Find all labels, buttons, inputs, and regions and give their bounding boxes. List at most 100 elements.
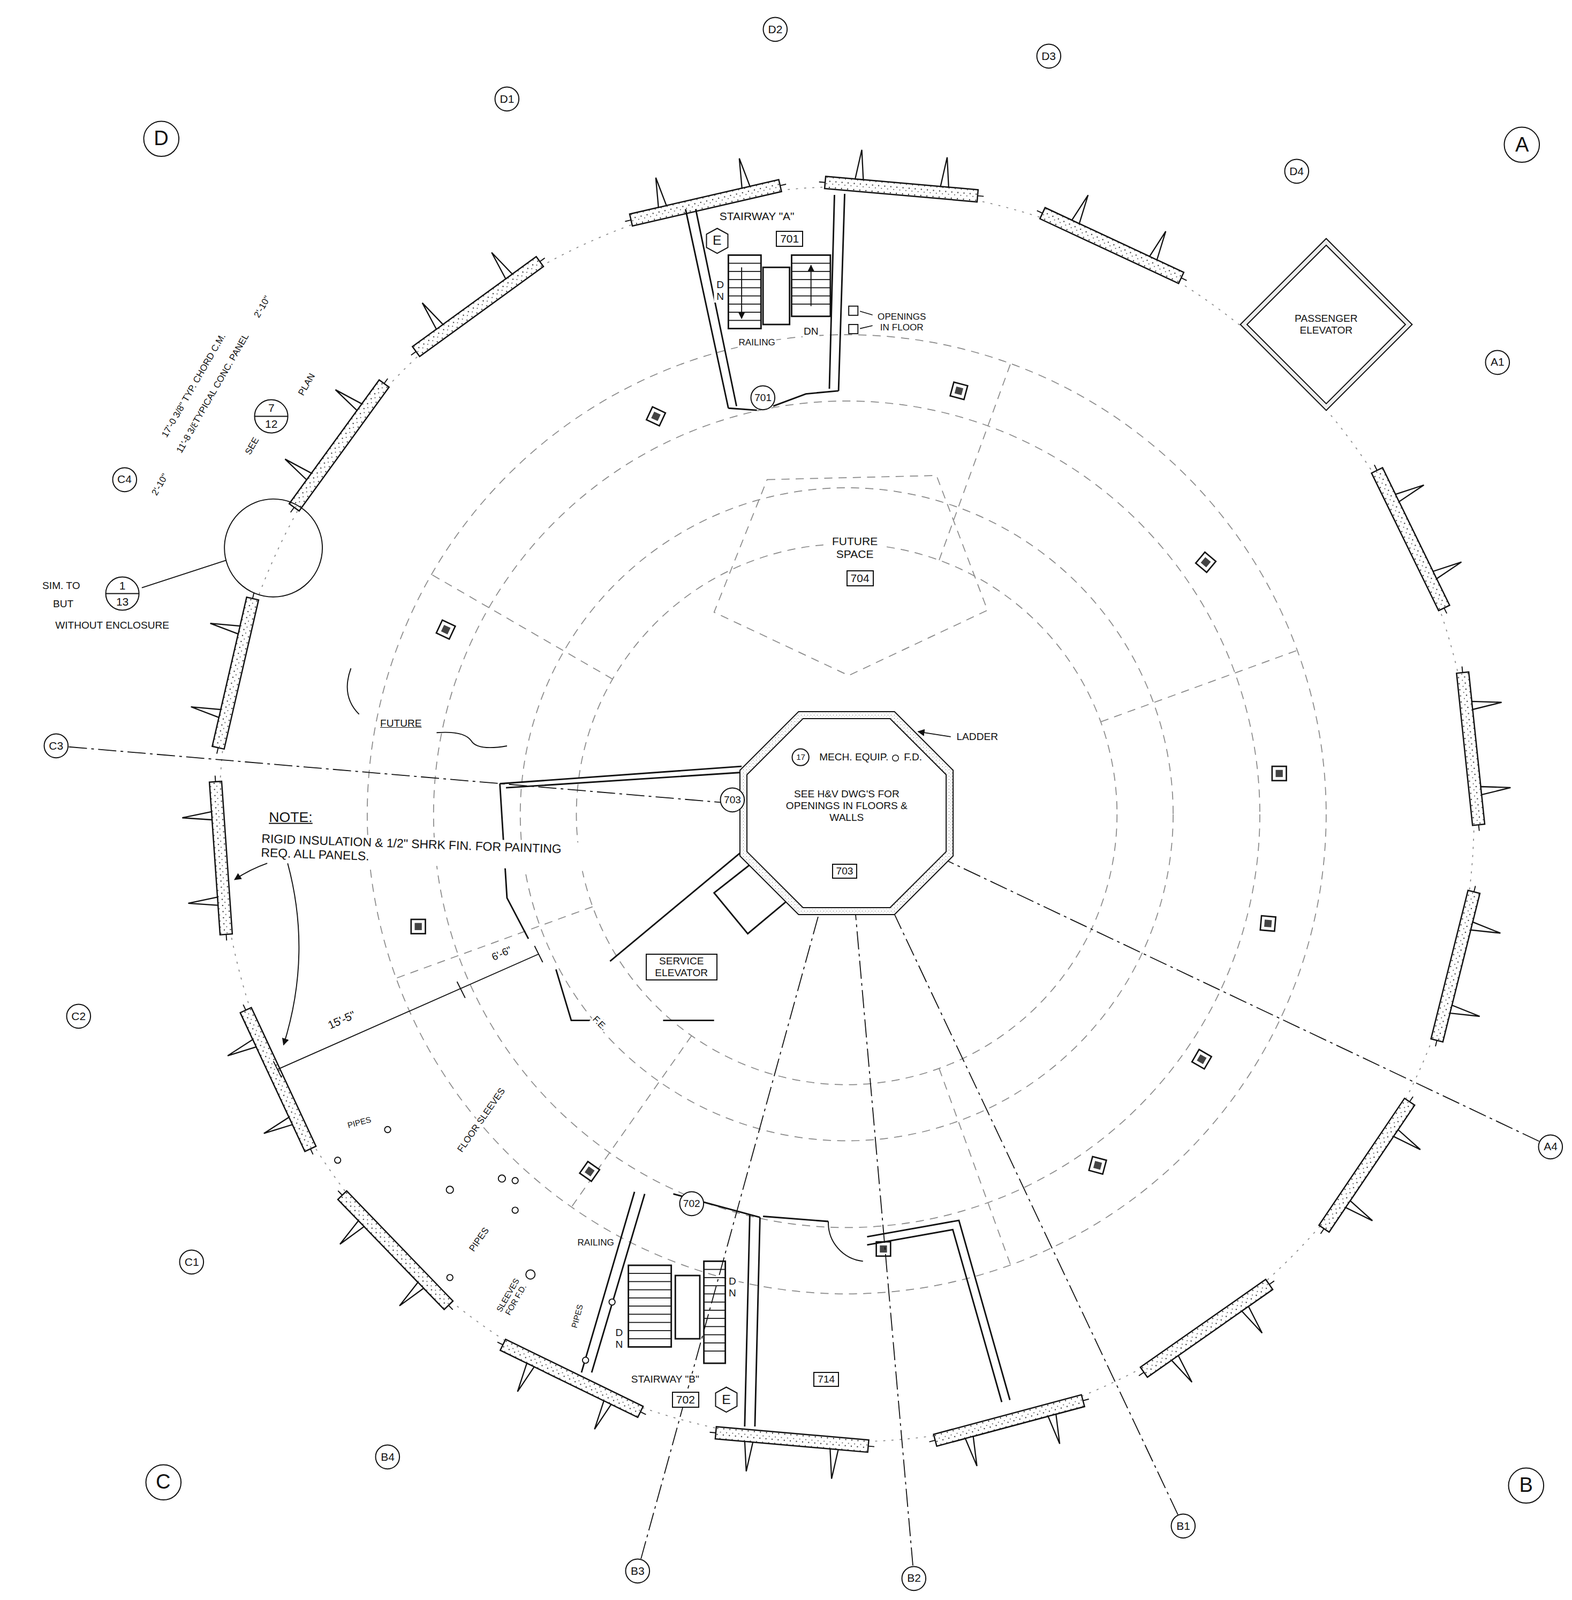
stair-direction: DN xyxy=(726,1275,739,1299)
node-text: E xyxy=(712,232,722,249)
precast-wall-panel xyxy=(818,146,987,203)
precast-wall-panel xyxy=(210,1001,319,1170)
grid-bubble: 17 xyxy=(791,747,810,767)
grid-line xyxy=(640,915,819,1559)
precast-wall-panel xyxy=(1315,1093,1443,1254)
column xyxy=(1089,1156,1107,1175)
callout-text: LADDER xyxy=(955,730,1000,743)
pipe-sleeve xyxy=(511,1206,518,1213)
elevator-shaft: PASSENGER ELEVATOR xyxy=(1239,237,1413,412)
node-text: 17 xyxy=(796,752,806,762)
stair-a xyxy=(791,254,830,316)
column xyxy=(436,620,456,639)
stair-b xyxy=(628,1269,726,1351)
precast-wall-panel xyxy=(179,146,1515,1483)
node-text: D4 xyxy=(1289,164,1304,178)
circle-outline xyxy=(375,1444,400,1469)
grid-bubble: D3 xyxy=(1036,43,1062,70)
node-text: B1 xyxy=(1176,1519,1191,1533)
partition-dashes xyxy=(367,334,1327,1294)
node-text: A1 xyxy=(1490,355,1505,369)
grid-bubble: D xyxy=(142,120,180,158)
column xyxy=(950,382,969,400)
precast-wall-panel xyxy=(261,357,393,517)
reference-text: SEE xyxy=(242,434,262,458)
partition-dashes xyxy=(520,487,1174,1141)
circle-outline xyxy=(720,787,745,812)
room-walls xyxy=(762,1215,1010,1402)
precast-wall-panel xyxy=(312,1186,458,1335)
circle-outline xyxy=(66,1003,91,1029)
circle-outline xyxy=(143,121,179,157)
node-text: SERVICE ELEVATOR xyxy=(650,955,714,979)
node-text: B2 xyxy=(907,1571,921,1585)
grid-bubble: D2 xyxy=(762,16,789,43)
node-text: D2 xyxy=(768,23,783,36)
precast-wall-panel xyxy=(1369,449,1480,617)
room-name: STAIRWAY "B" xyxy=(630,1373,701,1386)
pipe-sleeve xyxy=(525,1270,535,1280)
stair-direction: DN xyxy=(714,278,727,303)
partition-dashes xyxy=(576,543,1117,1085)
circle-outline xyxy=(1485,350,1510,375)
circle-outline xyxy=(1504,127,1540,163)
column xyxy=(411,919,426,934)
grid-bubble: B1 xyxy=(1170,1513,1197,1539)
split-outline xyxy=(106,577,140,611)
circle-outline xyxy=(1538,1134,1563,1159)
note-heading: NOTE: xyxy=(267,809,314,826)
circle-outline xyxy=(792,748,810,766)
column xyxy=(1195,552,1216,573)
node-text: D1 xyxy=(499,92,515,106)
pipe-sleeve xyxy=(608,1298,615,1305)
room-tag: 703 xyxy=(832,863,858,879)
grid-bubble: A4 xyxy=(1537,1134,1564,1160)
grid-bubble: B2 xyxy=(901,1565,927,1592)
precast-wall-panel xyxy=(927,1393,1099,1477)
node-text: 702 xyxy=(676,1393,695,1407)
callout-text: FUTURE xyxy=(379,717,423,730)
mechanical-shaft: MECH. EQUIP.F.D.SEE H&V DWG'S FOR OPENIN… xyxy=(739,711,954,916)
precast-wall-panel xyxy=(481,1336,649,1447)
precast-wall-panel xyxy=(1034,178,1203,286)
grid-bubble: C3 xyxy=(43,732,70,759)
note-text: RIGID INSULATION & 1/2" SHRK FIN. FOR PA… xyxy=(259,831,585,872)
grid-bubble: C4 xyxy=(111,466,138,493)
stair-a xyxy=(728,254,761,329)
stair-b xyxy=(704,1260,726,1364)
dimension-text: 2'-10" xyxy=(251,293,274,321)
column xyxy=(1272,766,1287,781)
reference-text: BUT xyxy=(51,598,75,610)
leader-line xyxy=(436,732,507,748)
pipe-sleeve xyxy=(334,1126,616,1364)
node-text: 703 xyxy=(836,865,854,878)
column xyxy=(876,1241,891,1257)
node-text: D3 xyxy=(1041,49,1056,63)
exit-marker: E xyxy=(714,1386,738,1413)
dimension-text: 15'-5" xyxy=(325,1008,359,1033)
stair-b xyxy=(675,1275,700,1339)
node-text: A4 xyxy=(1543,1139,1558,1153)
stair-a xyxy=(762,267,790,325)
node-text: 701 xyxy=(780,232,799,246)
partition-dashes xyxy=(396,363,1298,1266)
circle-outline xyxy=(1284,159,1309,184)
leader-line xyxy=(141,560,227,588)
circle-outline xyxy=(1171,1514,1196,1539)
leader-line xyxy=(918,731,951,737)
precast-wall-panel xyxy=(1135,1275,1295,1405)
pipe-sleeve xyxy=(446,1185,454,1193)
node-text: PASSENGER ELEVATOR xyxy=(1287,312,1365,337)
oct-outline xyxy=(739,711,954,915)
node-text: F.D. xyxy=(903,751,922,763)
grid-bubble: A1 xyxy=(1484,349,1511,376)
room-tag: SERVICE ELEVATOR xyxy=(645,953,718,981)
split-outline xyxy=(254,399,289,433)
circle-outline xyxy=(112,467,137,492)
callout-text: OPENINGS IN FLOOR xyxy=(872,311,932,333)
stair-a xyxy=(728,263,831,321)
node-text: MECH. EQUIP. xyxy=(819,751,889,763)
exit-marker: E xyxy=(705,227,729,255)
oct-outline xyxy=(746,718,947,908)
